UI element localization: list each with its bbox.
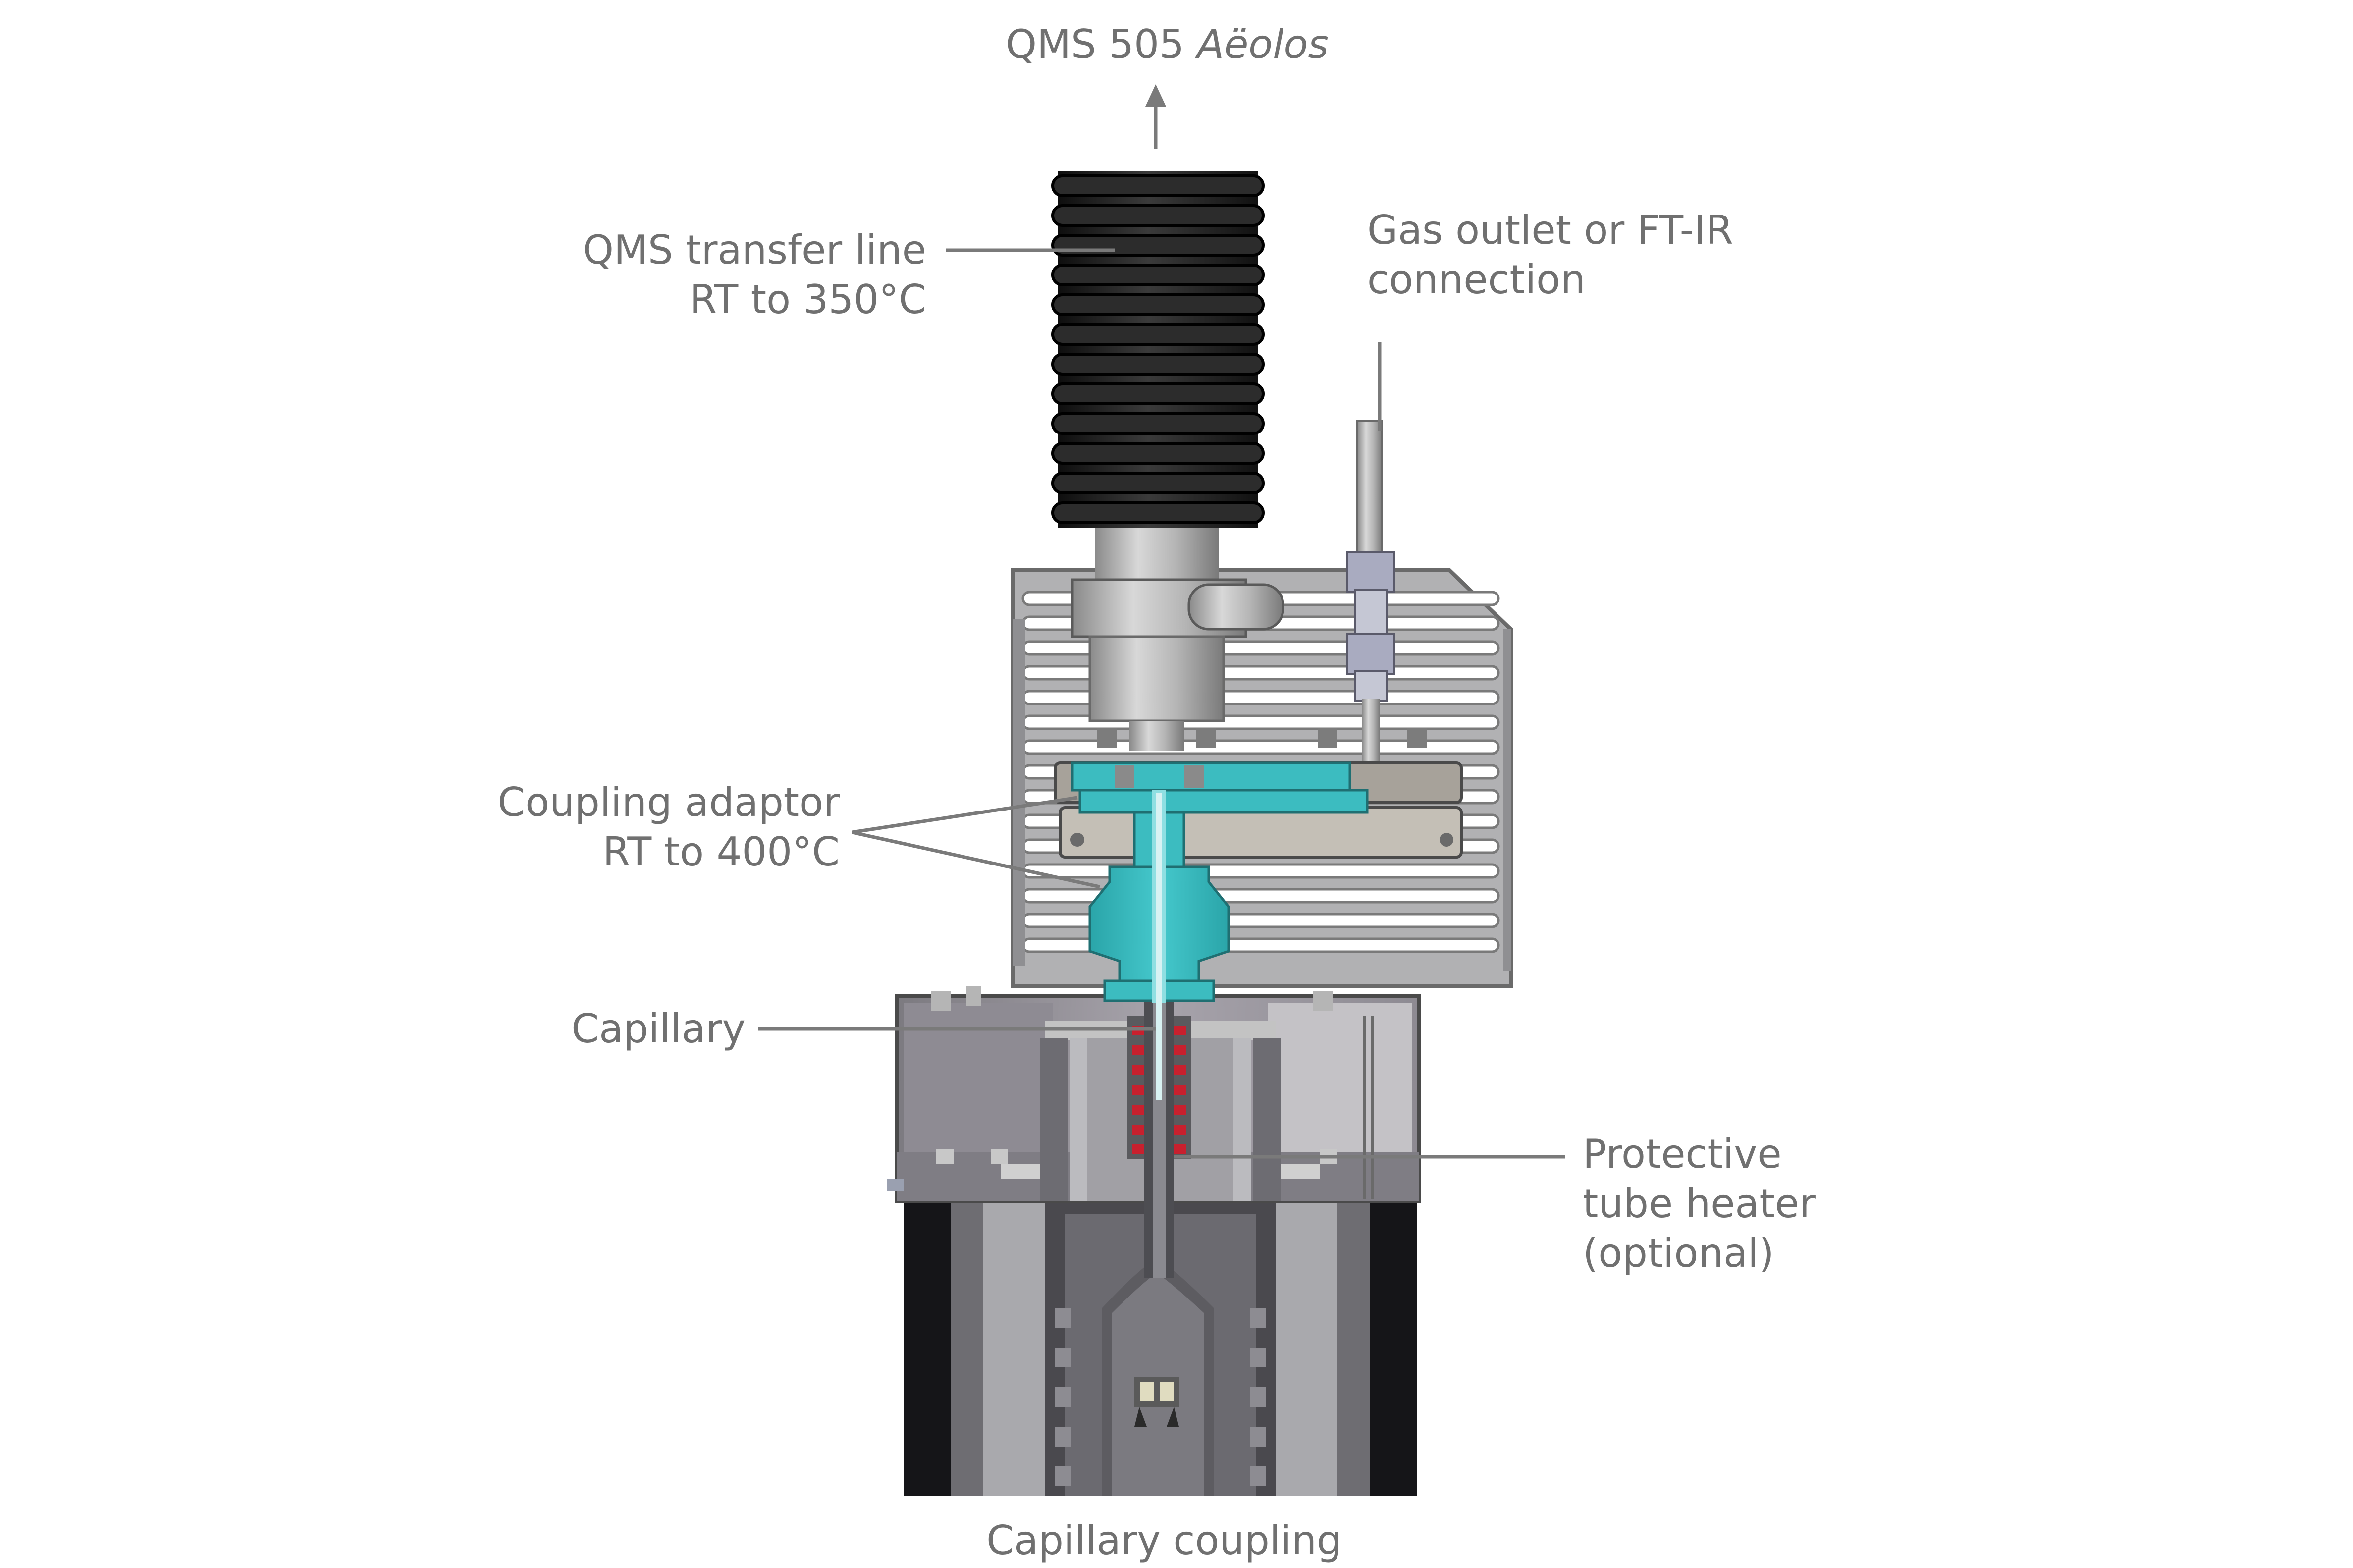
leader-coupling-adaptor-a: [852, 796, 1078, 834]
capillary-label-text: Capillary: [571, 1006, 746, 1052]
top-label: QMS 505 Aëolos: [1006, 20, 1329, 69]
transfer-line-label-line2: RT to 350°C: [689, 276, 926, 323]
gas-outlet-label-line1: Gas outlet or FT-IR: [1367, 207, 1733, 253]
gas-outlet-label: Gas outlet or FT-IR connection: [1367, 206, 1764, 305]
qms-transfer-line-hose: [1051, 171, 1265, 528]
coupling-adaptor-label-line2: RT to 400°C: [602, 829, 840, 875]
coupling-adaptor-label: Coupling adaptor RT to 400°C: [446, 778, 840, 877]
capillary-label: Capillary: [495, 1004, 746, 1054]
top-label-italic: Aëolos: [1197, 21, 1329, 67]
heater-label-line1: Protective: [1583, 1131, 1782, 1177]
top-label-main: QMS 505: [1006, 21, 1184, 67]
transfer-line-label: QMS transfer line RT to 350°C: [545, 225, 926, 324]
leader-lines: [758, 248, 1565, 1159]
transfer-line-fitting: [1071, 525, 1284, 751]
heater-label-line2: tube heater: [1583, 1181, 1816, 1227]
capillary-tube: [1156, 793, 1162, 1100]
gas-outlet-pipe: [1318, 420, 1427, 773]
gas-outlet-label-line2: connection: [1367, 257, 1586, 303]
heater-label-line3: (optional): [1583, 1230, 1774, 1276]
top-arrow: [1145, 84, 1166, 149]
diagram-caption: Capillary coupling: [916, 1516, 1412, 1566]
transfer-line-label-line1: QMS transfer line: [583, 227, 926, 273]
diagram-caption-text: Capillary coupling: [986, 1517, 1342, 1564]
coupling-adaptor-label-line1: Coupling adaptor: [497, 779, 840, 825]
heater-label: Protective tube heater (optional): [1583, 1130, 1880, 1278]
leader-coupling-adaptor-b: [852, 830, 1100, 889]
